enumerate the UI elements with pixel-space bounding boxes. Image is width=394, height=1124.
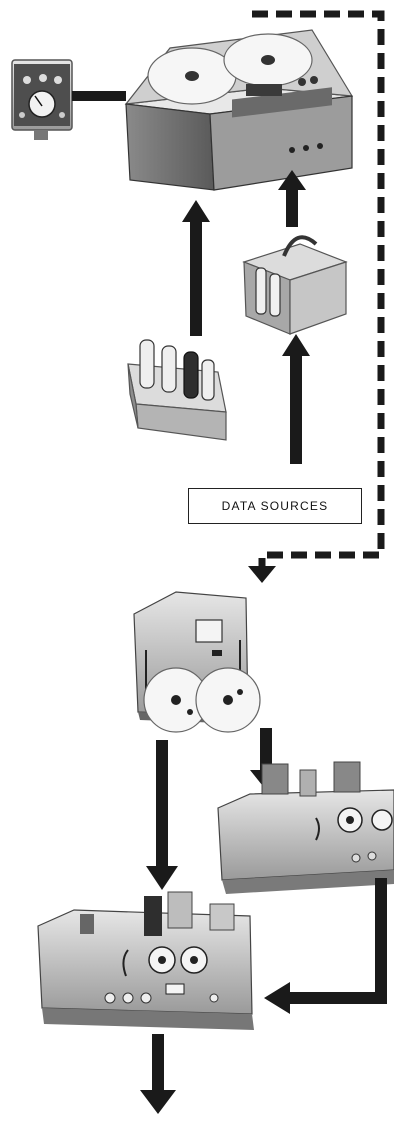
meter-link-bar [72,91,126,101]
flow-arrow [182,200,210,336]
flow-arrow [140,1034,176,1114]
demodulator-unit-icon [218,762,394,894]
tape-playback-icon [134,592,260,732]
transducer-module-icon [244,237,346,334]
discriminator-unit-icon [38,892,254,1030]
flow-arrow [282,334,310,464]
data-sources-label: DATA SOURCES [188,488,362,524]
signal-conditioner-icon [128,340,226,440]
indicator-meter-icon [12,60,72,140]
flow-arrow [146,740,178,890]
flow-arrow [264,878,387,1014]
tape-recorder-icon [126,30,352,190]
dashed-path-arrowhead [248,566,276,583]
